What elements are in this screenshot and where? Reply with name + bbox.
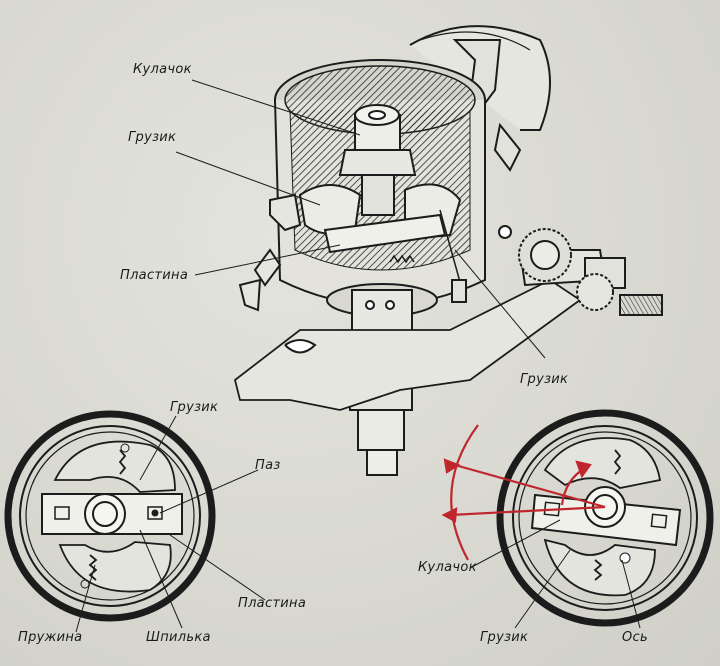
label-paz: Паз <box>255 458 281 473</box>
label-gruzik-right: Грузик <box>480 630 529 645</box>
label-pruzhina: Пружина <box>18 630 83 645</box>
label-plastina-left: Пластина <box>238 596 307 611</box>
label-shpilka: Шпилька <box>146 630 211 645</box>
label-plastina-top: Пластина <box>120 268 189 283</box>
label-gruzik-right-top: Грузик <box>520 372 569 387</box>
advance-angle-indicator <box>441 424 606 561</box>
label-kulachok-top: Кулачок <box>133 62 192 77</box>
label-gruzik-left: Грузик <box>170 400 219 415</box>
top-leader-lines <box>175 79 546 359</box>
label-os: Ось <box>622 630 648 645</box>
label-kulachok-right: Кулачок <box>418 560 477 575</box>
label-gruzik-top: Грузик <box>128 130 177 145</box>
mechanism-extended <box>469 409 714 629</box>
distributor-assembly <box>233 25 663 476</box>
mechanism-at-rest <box>4 410 266 633</box>
